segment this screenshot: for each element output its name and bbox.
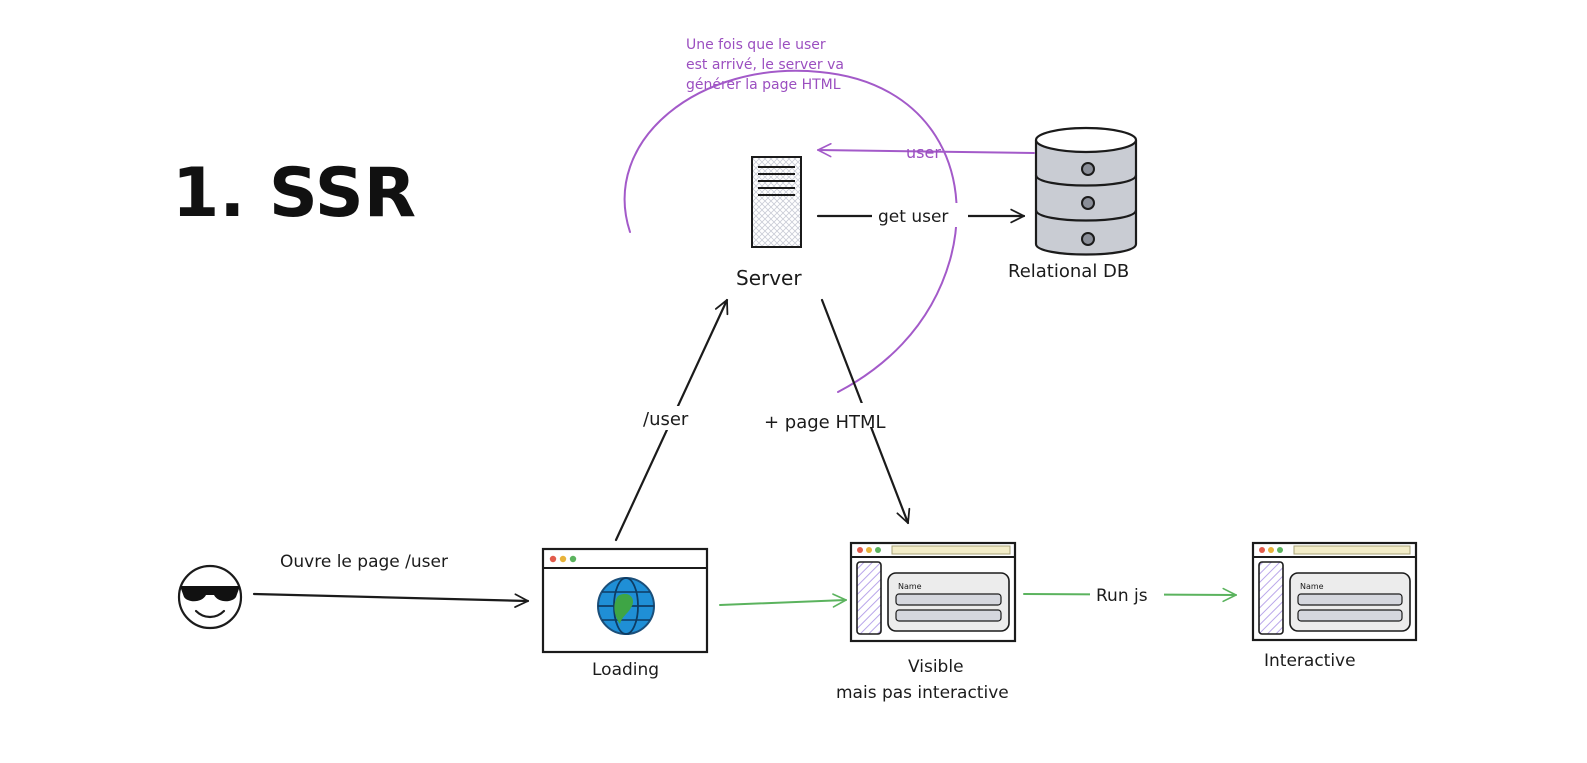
visible-label-line-2: mais pas interactive — [836, 683, 1009, 703]
request-label: /user — [643, 409, 689, 430]
note-line-3: générer la page HTML — [686, 77, 841, 93]
database-label: Relational DB — [1008, 261, 1129, 282]
annotation-note: Une fois que le user est arrivé, le serv… — [686, 37, 844, 93]
annotation-loop-arc — [623, 69, 958, 393]
server-label: Server — [736, 266, 802, 290]
user-return-label: user — [906, 143, 941, 162]
open-page-arrow — [252, 592, 530, 608]
server-icon — [751, 156, 802, 248]
get-user-label: get user — [878, 207, 948, 227]
diagram-title: 1. SSR — [172, 154, 416, 233]
note-line-1: Une fois que le user — [686, 37, 826, 53]
interactive-field-label: Name — [1300, 582, 1324, 591]
visible-browser-window — [849, 541, 1017, 643]
open-page-label: Ouvre le page /user — [280, 552, 448, 572]
run-js-label: Run js — [1096, 586, 1148, 606]
visible-field-label: Name — [898, 582, 922, 591]
note-line-2: est arrivé, le server va — [686, 57, 844, 73]
loading-label: Loading — [592, 660, 659, 680]
interactive-label: Interactive — [1264, 651, 1356, 671]
visible-label-line-1: Visible — [908, 657, 964, 677]
user-return-arrow — [817, 142, 1035, 158]
response-label: + page HTML — [764, 412, 886, 433]
render-flow-arrow — [719, 593, 847, 608]
user-avatar-icon — [177, 564, 243, 630]
database-icon — [1034, 126, 1138, 256]
globe-icon — [597, 577, 655, 635]
interactive-browser-window — [1251, 541, 1418, 642]
